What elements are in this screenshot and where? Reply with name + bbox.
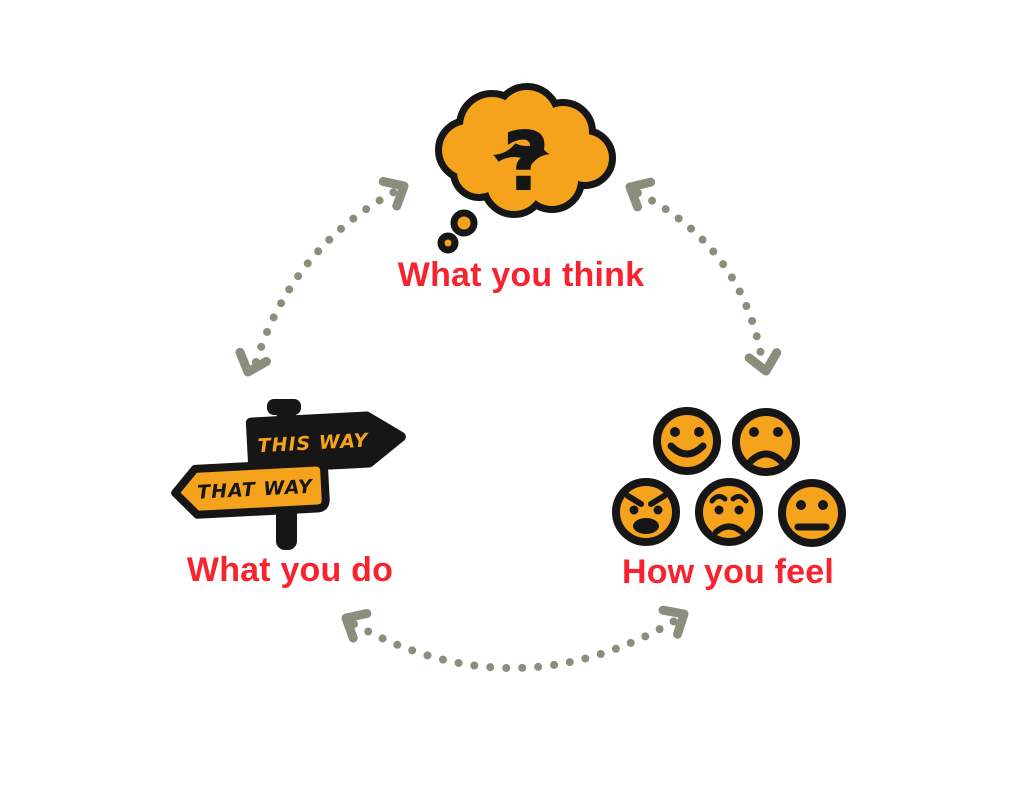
- sad-face-icon: [732, 408, 800, 476]
- arrow-think-do-icon: [235, 177, 409, 377]
- neutral-face-icon: [778, 479, 846, 547]
- question-mark: ?: [502, 115, 550, 210]
- sign-that-way: THAT WAY: [171, 458, 330, 519]
- angry-face-icon: [612, 478, 680, 546]
- sign-this-way: THIS WAY: [245, 411, 406, 474]
- signpost-cap: [267, 399, 301, 415]
- thought-dot-large: [450, 209, 478, 237]
- label-what-you-think: What you think: [397, 256, 645, 294]
- label-how-you-feel: How you feel: [621, 553, 835, 591]
- label-what-you-do: What you do: [186, 551, 394, 589]
- signpost-icon: THIS WAY THAT WAY: [171, 399, 406, 550]
- arrow-think-feel-icon: [625, 177, 782, 376]
- emoji-faces-icon: [612, 407, 846, 547]
- thought-dot-small: [437, 232, 459, 254]
- cloud-outline: [435, 83, 616, 218]
- thought-bubble-icon: ?: [435, 83, 616, 254]
- arrow-do-feel-icon: [341, 605, 689, 672]
- happy-face-icon: [653, 407, 721, 475]
- worried-face-icon: [695, 478, 763, 546]
